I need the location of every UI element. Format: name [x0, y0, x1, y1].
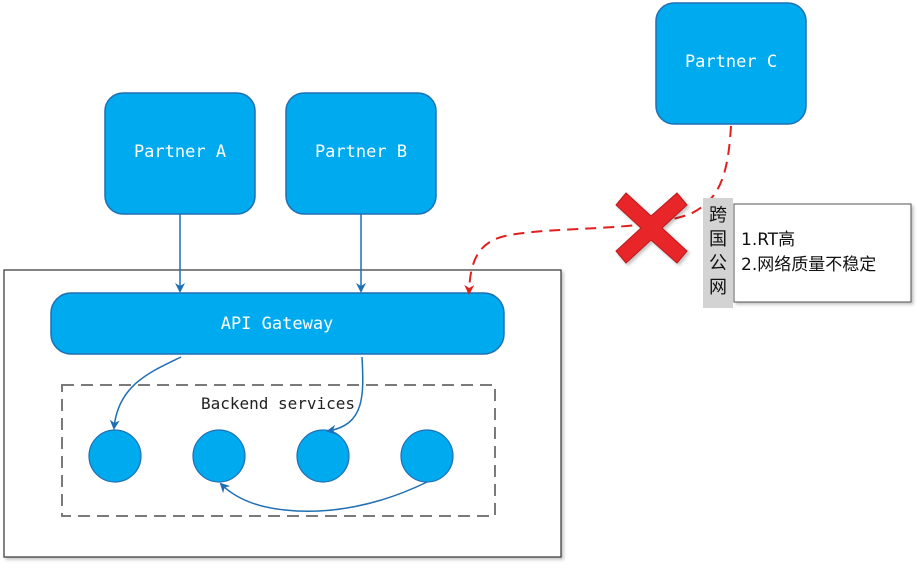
backend-label: Backend services: [201, 394, 355, 413]
backend-service-3[interactable]: [296, 429, 350, 483]
arrow-service-4-to-service-2: [219, 481, 428, 512]
partner-c-label: Partner C: [685, 52, 777, 72]
cross-border-char-4: 网: [709, 277, 727, 298]
backend-service-1[interactable]: [88, 429, 142, 483]
partner-b-label: Partner B: [315, 142, 407, 162]
backend-boundary: [61, 384, 496, 517]
issues-note-box: [733, 203, 912, 303]
cross-border-char-2: 国: [709, 229, 727, 250]
cross-border-char-1: 跨: [709, 205, 727, 226]
cross-border-char-3: 公: [709, 253, 727, 274]
x-mark-icon: [615, 192, 688, 264]
partner-a-node[interactable]: Partner A: [104, 92, 256, 215]
backend-service-4[interactable]: [400, 429, 454, 483]
partner-c-node[interactable]: Partner C: [655, 2, 807, 125]
api-gateway-node[interactable]: API Gateway: [50, 292, 505, 355]
backend-service-2[interactable]: [192, 429, 246, 483]
partner-a-label: Partner A: [134, 142, 226, 162]
arrow-partner-c-to-gateway-failed: [464, 125, 732, 295]
cross-border-label-bg: [703, 198, 733, 308]
arrow-gateway-to-service-1: [109, 356, 182, 430]
partner-b-node[interactable]: Partner B: [285, 92, 437, 215]
arrow-gateway-to-service-3: [326, 356, 364, 435]
issue-network-quality: 2.网络质量不稳定: [741, 255, 876, 275]
api-gateway-label: API Gateway: [221, 314, 334, 334]
issue-rt: 1.RT高: [741, 230, 795, 250]
